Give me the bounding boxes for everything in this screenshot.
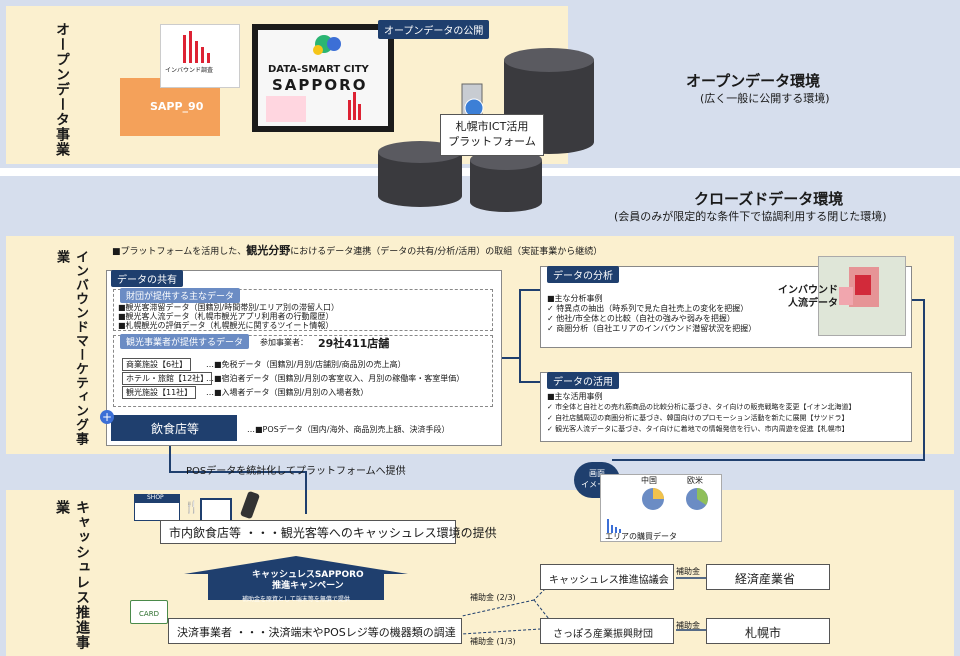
open-env-subtitle: (広く一般に公開する環境) (700, 92, 830, 105)
analysis-item: ✓ 商圏分析（自社エリアのインバウンド潜留状況を把握） (547, 324, 757, 333)
foundation-item: ■札幌観光の評価データ（札幌観光に関するツイート情報） (118, 321, 334, 330)
register-icon (200, 498, 232, 522)
participants-label: 参加事業者： (260, 338, 308, 347)
subsidy-23-label: 補助金 (2/3) (470, 593, 516, 602)
shop-sign: SHOP (147, 494, 164, 501)
open-env-title: オープンデータ環境 (686, 72, 821, 90)
business-row-text: …■免税データ（国籍別/月別/店舗別/商品別の売上高） (206, 360, 406, 369)
business-tag: ホテル・旅館【12社】 (122, 372, 213, 385)
campaign-arrow (184, 556, 408, 600)
plus-icon: + (100, 410, 114, 424)
site-title-top: DATA-SMART CITY (268, 64, 369, 75)
inbound-intro: ■プラットフォームを活用した、観光分野におけるデータ連携（データの共有/分析/活… (112, 242, 602, 258)
foundation-label: さっぽろ産業振興財団 (553, 629, 653, 640)
pos-data-text: …■POSデータ（国内/海外、商品別売上額、決済手段） (247, 425, 450, 434)
inbound-intro-prefix: ■プラットフォームを活用した、 (112, 247, 247, 257)
business-tag: 商業施設【6社】 (122, 358, 192, 371)
restaurant-label: 飲食店等 (151, 422, 200, 436)
thumb-sapp-text: SAPP_90 (150, 100, 204, 113)
use-item: ✓ 観光客人流データに基づき、タイ向けに着地での情報発信を行い、市内周遊を促進【… (547, 425, 849, 433)
card-icon: CARD (130, 600, 168, 624)
foundation-item: ■観光客人流データ（札幌市観光アプリ利用者の行動履歴） (118, 312, 334, 321)
restaurants-cashless-text: 市内飲食店等 ・・・観光客等へのキャッシュレス環境の提供 (169, 526, 497, 540)
business-row-text: …■入場者データ（国籍別/月別の入場者数） (206, 388, 369, 397)
foundation-data-box: 財団が提供する主なデータ ■観光客滞留データ（国籍別/時間帯別/エリア別の滞留人… (113, 288, 493, 331)
screen-image-label: 画面 イメージ (581, 469, 613, 489)
business-row-text: …■宿泊者データ（国籍別/月別の客室収入、月別の稼働率・客室単価） (206, 374, 465, 383)
use-item: ✓ 自社店舗周辺の商圏分析に基づき、韓国向けのプロモーション活動を新たに展開【サ… (547, 414, 849, 422)
inbound-intro-bold: 観光分野 (246, 244, 291, 257)
heatmap-label: インバウンド 人流データ (778, 285, 838, 309)
heatmap-icon (839, 267, 879, 307)
server-globe-icon (461, 83, 484, 123)
payment-provider-box: 決済事業者 ・・・決済端末やPOSレジ等の機器類の調達 (168, 618, 462, 644)
inbound-intro-suffix: におけるデータ連携（データの共有/分析/活用）の取組（実証事業から継続） (290, 247, 603, 257)
card-label: CARD (139, 610, 159, 618)
campaign-sub: 補助金を原資として端末等を無償で提供 (242, 596, 350, 603)
campaign-title: キャッシュレスSAPPORO 推進キャンペーン (252, 570, 364, 591)
foundation-item: ■観光客滞留データ（国籍別/時間帯別/エリア別の滞留人口） (118, 303, 339, 312)
meti-box: 経済産業省 (706, 564, 830, 590)
shop-icon: SHOP (134, 494, 180, 522)
screen-euro: 欧米 (687, 476, 703, 485)
database-cylinder-icon-3 (470, 150, 542, 212)
platform-box: 札幌市ICT活用 プラットフォーム (440, 114, 544, 156)
data-share-panel: データの共有 財団が提供する主なデータ ■観光客滞留データ（国籍別/時間帯別/エ… (106, 270, 502, 446)
site-art-icon (266, 35, 361, 122)
closed-env-subtitle: (会員のみが限定的な条件下で協調利用する閉じた環境) (614, 210, 887, 223)
analysis-item: ✓ 特異点の抽出（時系列で見た自社売上の変化を把握） (547, 304, 749, 313)
data-use-panel: データの活用 ■主な活用事例 ✓ 市全体と自社との売れ筋商品の比較分析に基づき、… (540, 372, 912, 442)
platform-label: 札幌市ICT活用 プラットフォーム (448, 120, 536, 148)
closed-env-title: クローズドデータ環境 (694, 190, 844, 208)
business-data-box: 観光事業者が提供するデータ 参加事業者： 29社411店舗 商業施設【6社】 …… (113, 334, 493, 407)
cashless-section-label: キャッシュレス推進事業 (54, 500, 90, 650)
data-use-header: データの活用 (547, 372, 619, 389)
analysis-item: ■主な分析事例 (547, 294, 603, 303)
use-item: ✓ 市全体と自社との売れ筋商品の比較分析に基づき、タイ向けの販売戦略を変更【イオ… (547, 403, 856, 411)
business-tag: 観光施設【11社】 (122, 386, 197, 399)
cutlery-icon: 🍴 (184, 500, 199, 514)
inbound-heatmap-image (818, 256, 906, 336)
participants-value: 29社411店舗 (318, 337, 390, 350)
purchase-data-screen: 中国 欧米 エリアの購買データ (600, 474, 722, 542)
subsidy-label-meti: 補助金 (676, 567, 700, 576)
thumb-inbound-chart: インバウンド調査 (160, 24, 240, 88)
council-box: キャッシュレス推進協議会 (540, 564, 674, 590)
subsidy-13-label: 補助金 (1/3) (470, 637, 516, 646)
data-analysis-header: データの分析 (547, 266, 619, 283)
publish-label: オープンデータの公開 (378, 20, 490, 39)
city-label: 札幌市 (745, 626, 782, 640)
sapporo-site-inner: DATA-SMART CITY SAPPORO (258, 30, 388, 126)
subsidy-label-city: 補助金 (676, 621, 700, 630)
pos-flow-label: POSデータを統計化してプラットフォームへ提供 (186, 466, 406, 477)
city-box: 札幌市 (706, 618, 830, 644)
sapporo-site-screen: DATA-SMART CITY SAPPORO (252, 24, 394, 132)
pie-chart-icon (607, 488, 708, 533)
inbound-section-label: インバウンドマーケティング事業 (54, 250, 88, 446)
foundation-box: さっぽろ産業振興財団 (540, 618, 674, 644)
data-share-header: データの共有 (111, 270, 183, 287)
foundation-header: 財団が提供する主なデータ (120, 288, 241, 303)
business-header: 観光事業者が提供するデータ (120, 334, 250, 349)
restaurants-cashless-box: 市内飲食店等 ・・・観光客等へのキャッシュレス環境の提供 (160, 520, 497, 544)
use-item: ■主な活用事例 (547, 392, 603, 401)
analysis-item: ✓ 他社/市全体との比較（自社の強みや弱みを把握） (547, 314, 735, 323)
council-label: キャッシュレス推進協議会 (549, 575, 669, 586)
thumb-inbound-title: インバウンド調査 (165, 67, 214, 74)
restaurant-box: 飲食店等 (111, 415, 237, 441)
screen-china: 中国 (641, 476, 657, 485)
screen-caption: エリアの購買データ (605, 532, 677, 541)
meti-label: 経済産業省 (735, 572, 796, 586)
thumb-bar-icon (183, 31, 210, 63)
open-data-section-label: オープンデータ事業 (54, 22, 70, 157)
site-title-main: SAPPORO (272, 76, 368, 94)
payment-provider-text: 決済事業者 ・・・決済端末やPOSレジ等の機器類の調達 (177, 626, 456, 639)
